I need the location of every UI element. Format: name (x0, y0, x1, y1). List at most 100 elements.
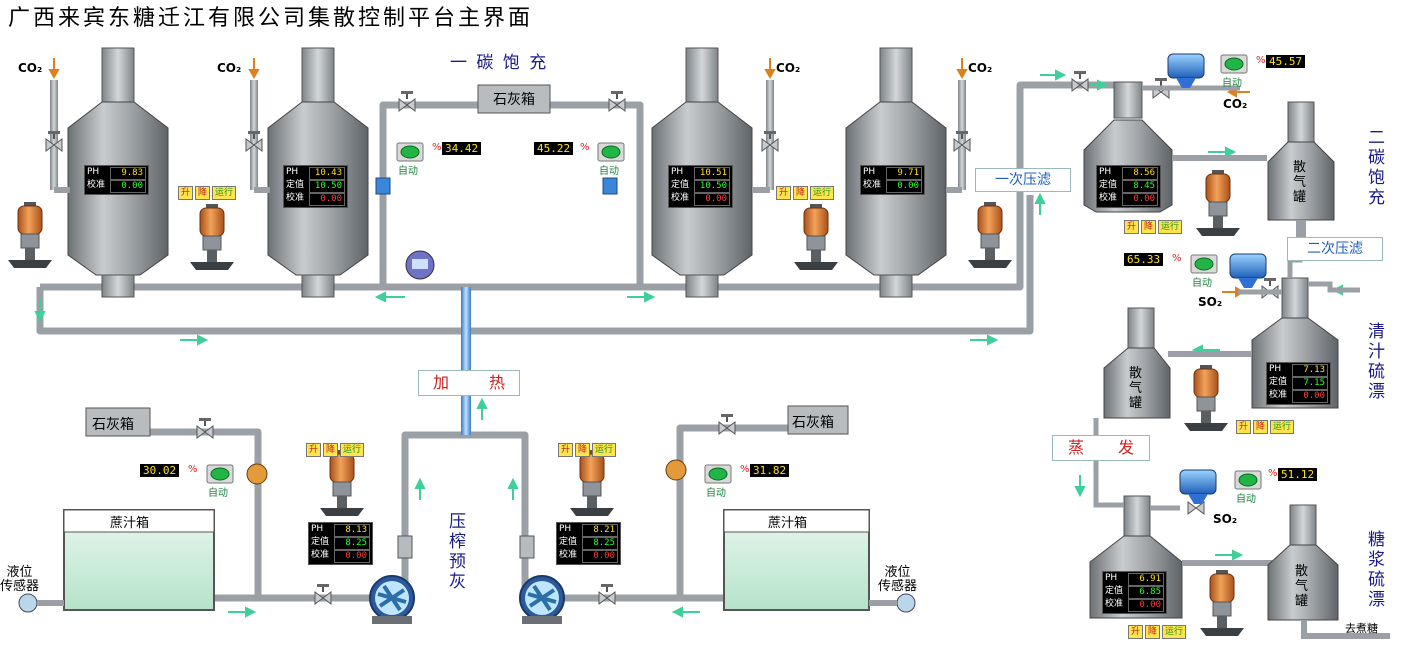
pct-sign-lime-left: % (188, 464, 198, 475)
auto-label-carb1-right: 自动 (599, 166, 619, 177)
pct-sign-carb2: % (1256, 55, 1266, 66)
degas-label-2: 散气罐 (1129, 366, 1143, 411)
evap-label: 蒸发 (1052, 435, 1150, 461)
motor-controls-vessel-2: 升 降 运行 (178, 186, 237, 200)
down-button[interactable]: 降 (1141, 220, 1157, 234)
degas-label-3: 散气罐 (1295, 564, 1309, 609)
so2-label-2: SO₂ (1213, 512, 1238, 526)
down-button[interactable]: 降 (323, 443, 339, 457)
heating-line (461, 287, 471, 435)
auto-label-lime-right: 自动 (706, 488, 726, 499)
level-sensor-left: 液位传感器 (0, 565, 40, 594)
co2-label-5: CO₂ (1223, 97, 1248, 111)
auto-label-carb1-left: 自动 (398, 166, 418, 177)
run-button[interactable]: 运行 (340, 443, 365, 457)
degas-tank-3 (1267, 504, 1390, 639)
auto-label-carb2: 自动 (1222, 78, 1242, 89)
co2-label-2: CO₂ (217, 61, 242, 75)
section-label-carb2: 二碳饱充 (1368, 128, 1385, 208)
juice-tank-right-label: 蔗汁箱 (768, 516, 808, 531)
pct-syrup-so2: 51.12 (1278, 468, 1318, 481)
run-button[interactable]: 运行 (212, 186, 237, 200)
pct-sign-syrup-so2: % (1268, 468, 1278, 479)
auto-button-lime-left[interactable] (206, 464, 234, 484)
lime-box-right-label: 石灰箱 (792, 415, 834, 431)
up-button[interactable]: 升 (558, 443, 574, 457)
level-sensors (18, 593, 916, 613)
pump-left (368, 574, 416, 626)
filter2-label: 二次压滤 (1287, 237, 1383, 261)
juice-tank-left-label: 蔗汁箱 (110, 516, 150, 531)
section-label-juice-sulf: 清汁硫漂 (1368, 322, 1385, 402)
flow-arrows (34, 69, 1360, 618)
motor-controls-carb2: 升 降 运行 (1124, 220, 1183, 234)
pct-carb1-right: 45.22 (534, 142, 574, 155)
lime-box-right (787, 405, 849, 435)
lime-box-left (85, 407, 151, 437)
down-button[interactable]: 降 (1145, 625, 1161, 639)
auto-button-juice-so2[interactable] (1190, 254, 1218, 274)
pump-right (518, 574, 566, 626)
auto-label-syrup-so2: 自动 (1236, 494, 1256, 505)
juice-tank-left (63, 509, 215, 611)
pct-carb2: 45.57 (1266, 55, 1306, 68)
svg-text:石灰箱: 石灰箱 (493, 92, 535, 108)
pct-lime-right: 31.82 (750, 464, 790, 477)
degas-tank-2 (1103, 307, 1171, 419)
regulating-valves (246, 177, 687, 485)
auto-button-lime-right[interactable] (704, 464, 732, 484)
motor-controls-preliming-left: 升 降 运行 (306, 443, 365, 457)
down-button[interactable]: 降 (1253, 420, 1269, 434)
to-boiling-label: 去煮糖 (1345, 622, 1378, 635)
lime-box-top (477, 84, 551, 114)
degas-tank-1 (1267, 101, 1335, 240)
up-button[interactable]: 升 (776, 186, 792, 200)
motor-controls-vessel-3: 升 降 运行 (776, 186, 835, 200)
section-label-syrup-sulf: 糖浆硫漂 (1368, 530, 1385, 610)
run-button[interactable]: 运行 (1158, 220, 1183, 234)
run-button[interactable]: 运行 (592, 443, 617, 457)
run-button[interactable]: 运行 (810, 186, 835, 200)
up-button[interactable]: 升 (178, 186, 194, 200)
so2-co2-separators (1167, 53, 1267, 504)
up-button[interactable]: 升 (1124, 220, 1140, 234)
down-button[interactable]: 降 (195, 186, 211, 200)
motor-controls-juice-sulf: 升 降 运行 (1236, 420, 1295, 434)
up-button[interactable]: 升 (1236, 420, 1252, 434)
run-button[interactable]: 运行 (1162, 625, 1187, 639)
run-button[interactable]: 运行 (1270, 420, 1295, 434)
motor-controls-preliming-right: 升 降 运行 (558, 443, 617, 457)
down-button[interactable]: 降 (793, 186, 809, 200)
pct-juice-so2: 65.33 (1124, 253, 1164, 266)
degas-label-1: 散气罐 (1293, 160, 1307, 205)
auto-button-syrup-so2[interactable] (1234, 470, 1262, 490)
auto-label-juice-so2: 自动 (1192, 278, 1212, 289)
co2-label-4: CO₂ (968, 61, 993, 75)
down-button[interactable]: 降 (575, 443, 591, 457)
up-button[interactable]: 升 (1128, 625, 1144, 639)
level-sensor-right: 液位传感器 (878, 565, 918, 594)
auto-button-carb1-right[interactable] (597, 142, 625, 162)
auto-button-carb1-left[interactable] (396, 142, 424, 162)
up-button[interactable]: 升 (306, 443, 322, 457)
section-label-preliming: 压榨预灰 (449, 512, 466, 592)
pct-sign-juice-so2: % (1172, 253, 1182, 264)
pct-sign-carb1-left: % (432, 142, 442, 153)
section-label-carb1: 一 碳 饱 充 (450, 53, 549, 73)
page-title: 广西来宾东糖迁江有限公司集散控制平台主界面 (8, 6, 534, 31)
juice-tank-right (723, 509, 870, 611)
so2-label-1: SO₂ (1198, 295, 1223, 309)
pct-sign-carb1-right: % (580, 142, 590, 153)
lime-box-left-label: 石灰箱 (92, 417, 134, 433)
auto-button-carb2[interactable] (1220, 54, 1248, 74)
filter1-label: 一次压滤 (975, 168, 1071, 192)
